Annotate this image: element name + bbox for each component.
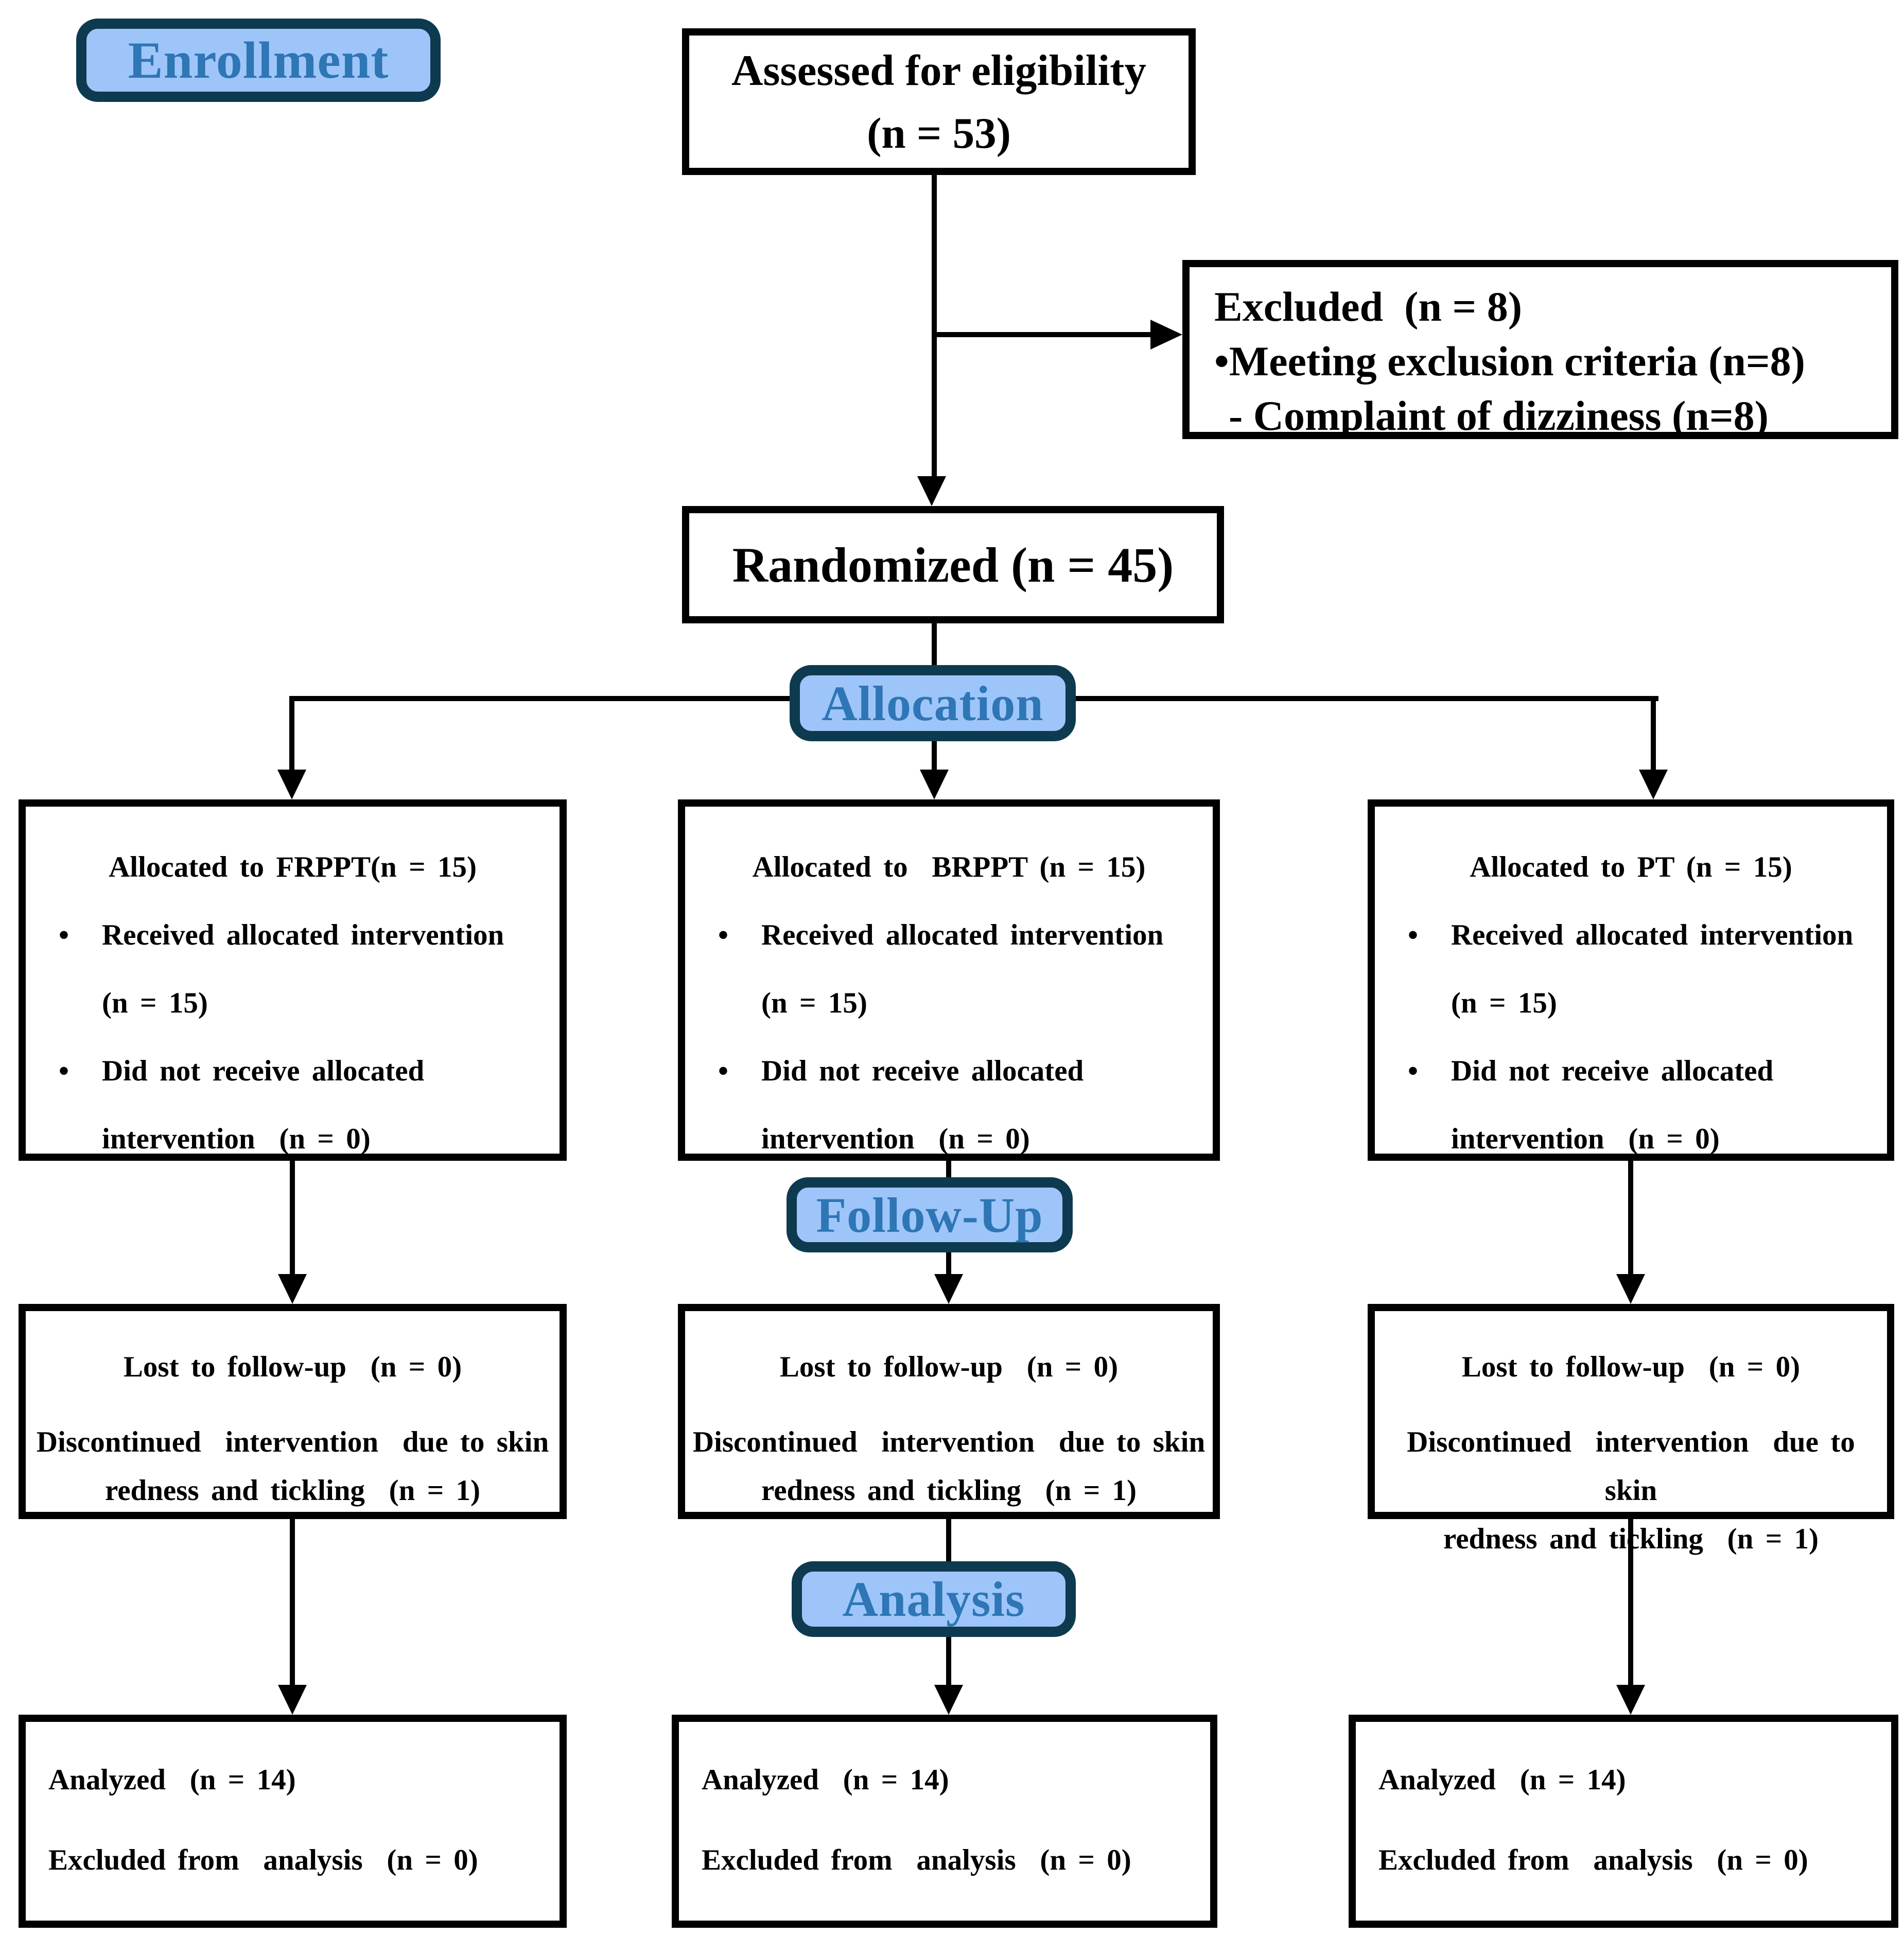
allocation-box-frppt: Allocated to FRPPT(n = 15) • Received al… [19,799,567,1161]
allocation-title: Allocated to FRPPT(n = 15) [109,851,477,883]
allocation-title: Allocated to PT (n = 15) [1470,851,1792,883]
analysis-stage-badge: Analysis [792,1561,1076,1637]
bullet-line: Did not receive allocated [761,1055,1084,1087]
connector-analysis-badge-drop [946,1637,951,1686]
allocation-bullet-not-received: • Did not receive allocated intervention… [685,1037,1213,1173]
connector-drop-mid-allocation [932,741,937,771]
excluded-box: Excluded (n = 8) •Meeting exclusion crit… [1182,260,1898,439]
allocation-box-brppt: Allocated to BRPPT (n = 15) • Received a… [678,799,1220,1161]
enrollment-stage-badge: Enrollment [76,19,441,102]
followup-discontinued-line: Discontinued intervention due to skin [692,1426,1206,1458]
bullet-icon: • [59,1055,69,1087]
connector-left-followup-to-analysis [290,1519,295,1686]
connector-followup-badge-drop [946,1252,951,1275]
followup-lost-line: Lost to follow-up (n = 0) [123,1351,462,1383]
arrowhead-left-analysis [278,1685,307,1715]
arrowhead-right-analysis [1616,1685,1645,1715]
randomized-box: Randomized (n = 45) [682,506,1224,623]
arrowhead-mid-analysis [934,1685,963,1715]
bullet-icon: • [59,919,69,951]
allocation-bullet-received: • Received allocated intervention (n = 1… [1375,901,1887,1037]
followup-lost-line: Lost to follow-up (n = 0) [1461,1351,1801,1383]
bullet-icon: • [1408,919,1418,951]
followup-box-frppt: Lost to follow-up (n = 0) Discontinued i… [19,1304,567,1519]
analyzed-line: Analyzed (n = 14) [48,1764,296,1796]
connector-mid-followup-to-analysis-badge [946,1519,951,1563]
connector-drop-right-allocation [1651,696,1656,771]
allocation-bullet-not-received: • Did not receive allocated intervention… [26,1037,560,1173]
connector-randomized-to-allocation [932,623,937,667]
analyzed-line: Analyzed (n = 14) [1378,1764,1626,1796]
followup-discontinued-line2: redness and tickling (n = 1) [104,1474,481,1507]
bullet-icon: • [1408,1055,1418,1087]
analysis-box-frppt: Analyzed (n = 14) Excluded from analysis… [19,1715,567,1928]
allocation-bullet-received: • Received allocated intervention (n = 1… [685,901,1213,1037]
excluded-from-analysis-line: Excluded from analysis (n = 0) [1378,1844,1808,1876]
bullet-line: Received allocated intervention [1451,919,1854,951]
analyzed-line: Analyzed (n = 14) [702,1764,949,1796]
assessed-line1: Assessed for eligibility [731,46,1146,95]
followup-discontinued-line2: redness and tickling (n = 1) [1443,1523,1819,1555]
excluded-from-analysis-line: Excluded from analysis (n = 0) [48,1844,478,1876]
connector-left-alloc-to-followup [290,1161,295,1275]
arrowhead-to-randomized [917,476,946,506]
bullet-line: Did not receive allocated [1451,1055,1774,1087]
arrowhead-mid-followup [934,1274,963,1304]
analysis-box-brppt: Analyzed (n = 14) Excluded from analysis… [672,1715,1217,1928]
followup-stage-badge: Follow-Up [787,1177,1073,1252]
randomized-text: Randomized (n = 45) [732,537,1174,592]
connector-drop-left-allocation [289,696,294,771]
allocation-box-pt: Allocated to PT (n = 15) • Received allo… [1368,799,1894,1161]
arrowhead-right-followup [1616,1274,1645,1304]
allocation-title: Allocated to BRPPT (n = 15) [752,851,1146,883]
bullet-line: Did not receive allocated [102,1055,425,1087]
arrowhead-mid-allocation [920,770,949,799]
connector-right-alloc-to-followup [1628,1161,1633,1275]
followup-discontinued-line2: redness and tickling (n = 1) [761,1474,1137,1507]
bullet-icon: • [718,1055,728,1087]
bullet-line: intervention (n = 0) [1451,1123,1720,1155]
followup-box-brppt: Lost to follow-up (n = 0) Discontinued i… [678,1304,1220,1519]
connector-right-followup-to-analysis [1628,1519,1633,1686]
bullet-line: Received allocated intervention [102,919,504,951]
bullet-line: (n = 15) [1451,987,1557,1019]
allocation-bullet-received: • Received allocated intervention (n = 1… [26,901,560,1037]
assessed-count: (n = 53) [867,109,1011,158]
bullet-line: intervention (n = 0) [102,1123,371,1155]
excluded-from-analysis-line: Excluded from analysis (n = 0) [702,1844,1131,1876]
arrowhead-left-allocation [277,770,306,799]
allocation-bullet-not-received: • Did not receive allocated intervention… [1375,1037,1887,1173]
bullet-line: Received allocated intervention [761,919,1164,951]
analysis-box-pt: Analyzed (n = 14) Excluded from analysis… [1349,1715,1898,1928]
excluded-line2: •Meeting exclusion criteria (n=8) [1214,338,1805,385]
bullet-line: intervention (n = 0) [761,1123,1030,1155]
connector-mid-alloc-to-followup-badge [946,1161,951,1179]
followup-lost-line: Lost to follow-up (n = 0) [779,1351,1119,1383]
followup-discontinued-line: Discontinued intervention due to skin [36,1426,549,1458]
excluded-line1: Excluded (n = 8) [1214,283,1523,330]
bullet-line: (n = 15) [761,987,867,1019]
allocation-stage-badge: Allocation [790,665,1076,741]
connector-branch-to-excluded [934,332,1150,337]
bullet-line: (n = 15) [102,987,208,1019]
followup-discontinued-line: Discontinued intervention due to skin [1407,1426,1867,1507]
assessed-for-eligibility-box: Assessed for eligibility (n = 53) [682,28,1196,175]
excluded-line3: - Complaint of dizziness (n=8) [1229,392,1769,439]
bullet-icon: • [718,919,728,951]
followup-box-pt: Lost to follow-up (n = 0) Discontinued i… [1368,1304,1894,1555]
arrowhead-right-allocation [1639,770,1668,799]
connector-assessed-to-randomized [932,175,937,480]
arrowhead-to-excluded [1150,320,1182,350]
arrowhead-left-followup [278,1274,307,1304]
